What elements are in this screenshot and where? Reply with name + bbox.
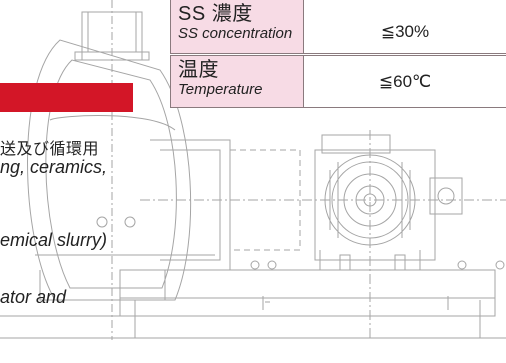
spec-label-en: Temperature (178, 81, 263, 98)
spec-label-jp: 温度 (178, 59, 219, 81)
spec-label-jp: SS 濃度 (178, 3, 253, 25)
spec-value: ≦60℃ (304, 56, 506, 107)
spec-row-temperature: 温度 Temperature ≦60℃ (170, 55, 506, 108)
application-text-en: ator and (0, 287, 67, 307)
application-text-en: ng, ceramics, (0, 157, 108, 177)
spec-value: ≦30% (304, 0, 506, 53)
spec-label-cell: SS 濃度 SS concentration (170, 0, 304, 53)
spec-row-ss-concentration: SS 濃度 SS concentration ≦30% (170, 0, 506, 54)
spec-label-cell: 温度 Temperature (170, 56, 304, 107)
spec-table: SS 濃度 SS concentration ≦30% 温度 Temperatu… (170, 0, 506, 109)
application-text-jp: 送及び循環用 (0, 141, 100, 158)
application-text-en: emical slurry) (0, 230, 108, 250)
spec-label-en: SS concentration (178, 25, 293, 42)
section-header-bar (0, 83, 133, 112)
